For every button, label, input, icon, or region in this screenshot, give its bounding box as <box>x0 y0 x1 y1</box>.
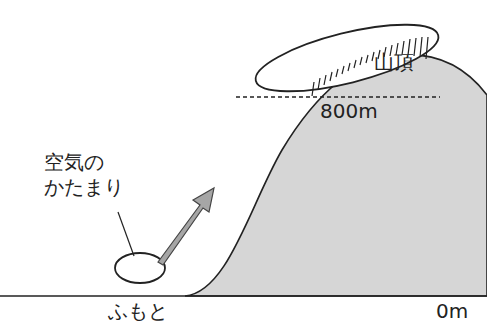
rising-arrow <box>158 188 214 265</box>
cloud-hatching <box>312 37 428 96</box>
summit-label: 山頂 <box>374 50 414 75</box>
baseline-label: 0m <box>436 299 468 324</box>
cloud <box>250 11 445 105</box>
air-mass <box>115 253 165 283</box>
mountain <box>185 55 487 296</box>
foot-label: ふもと <box>108 299 168 324</box>
altitude-label: 800m <box>320 99 378 124</box>
altitude-line <box>236 96 440 97</box>
ground-line <box>0 295 487 297</box>
leader-line <box>118 212 134 256</box>
air-mass-label: 空気の かたまり <box>44 150 130 200</box>
